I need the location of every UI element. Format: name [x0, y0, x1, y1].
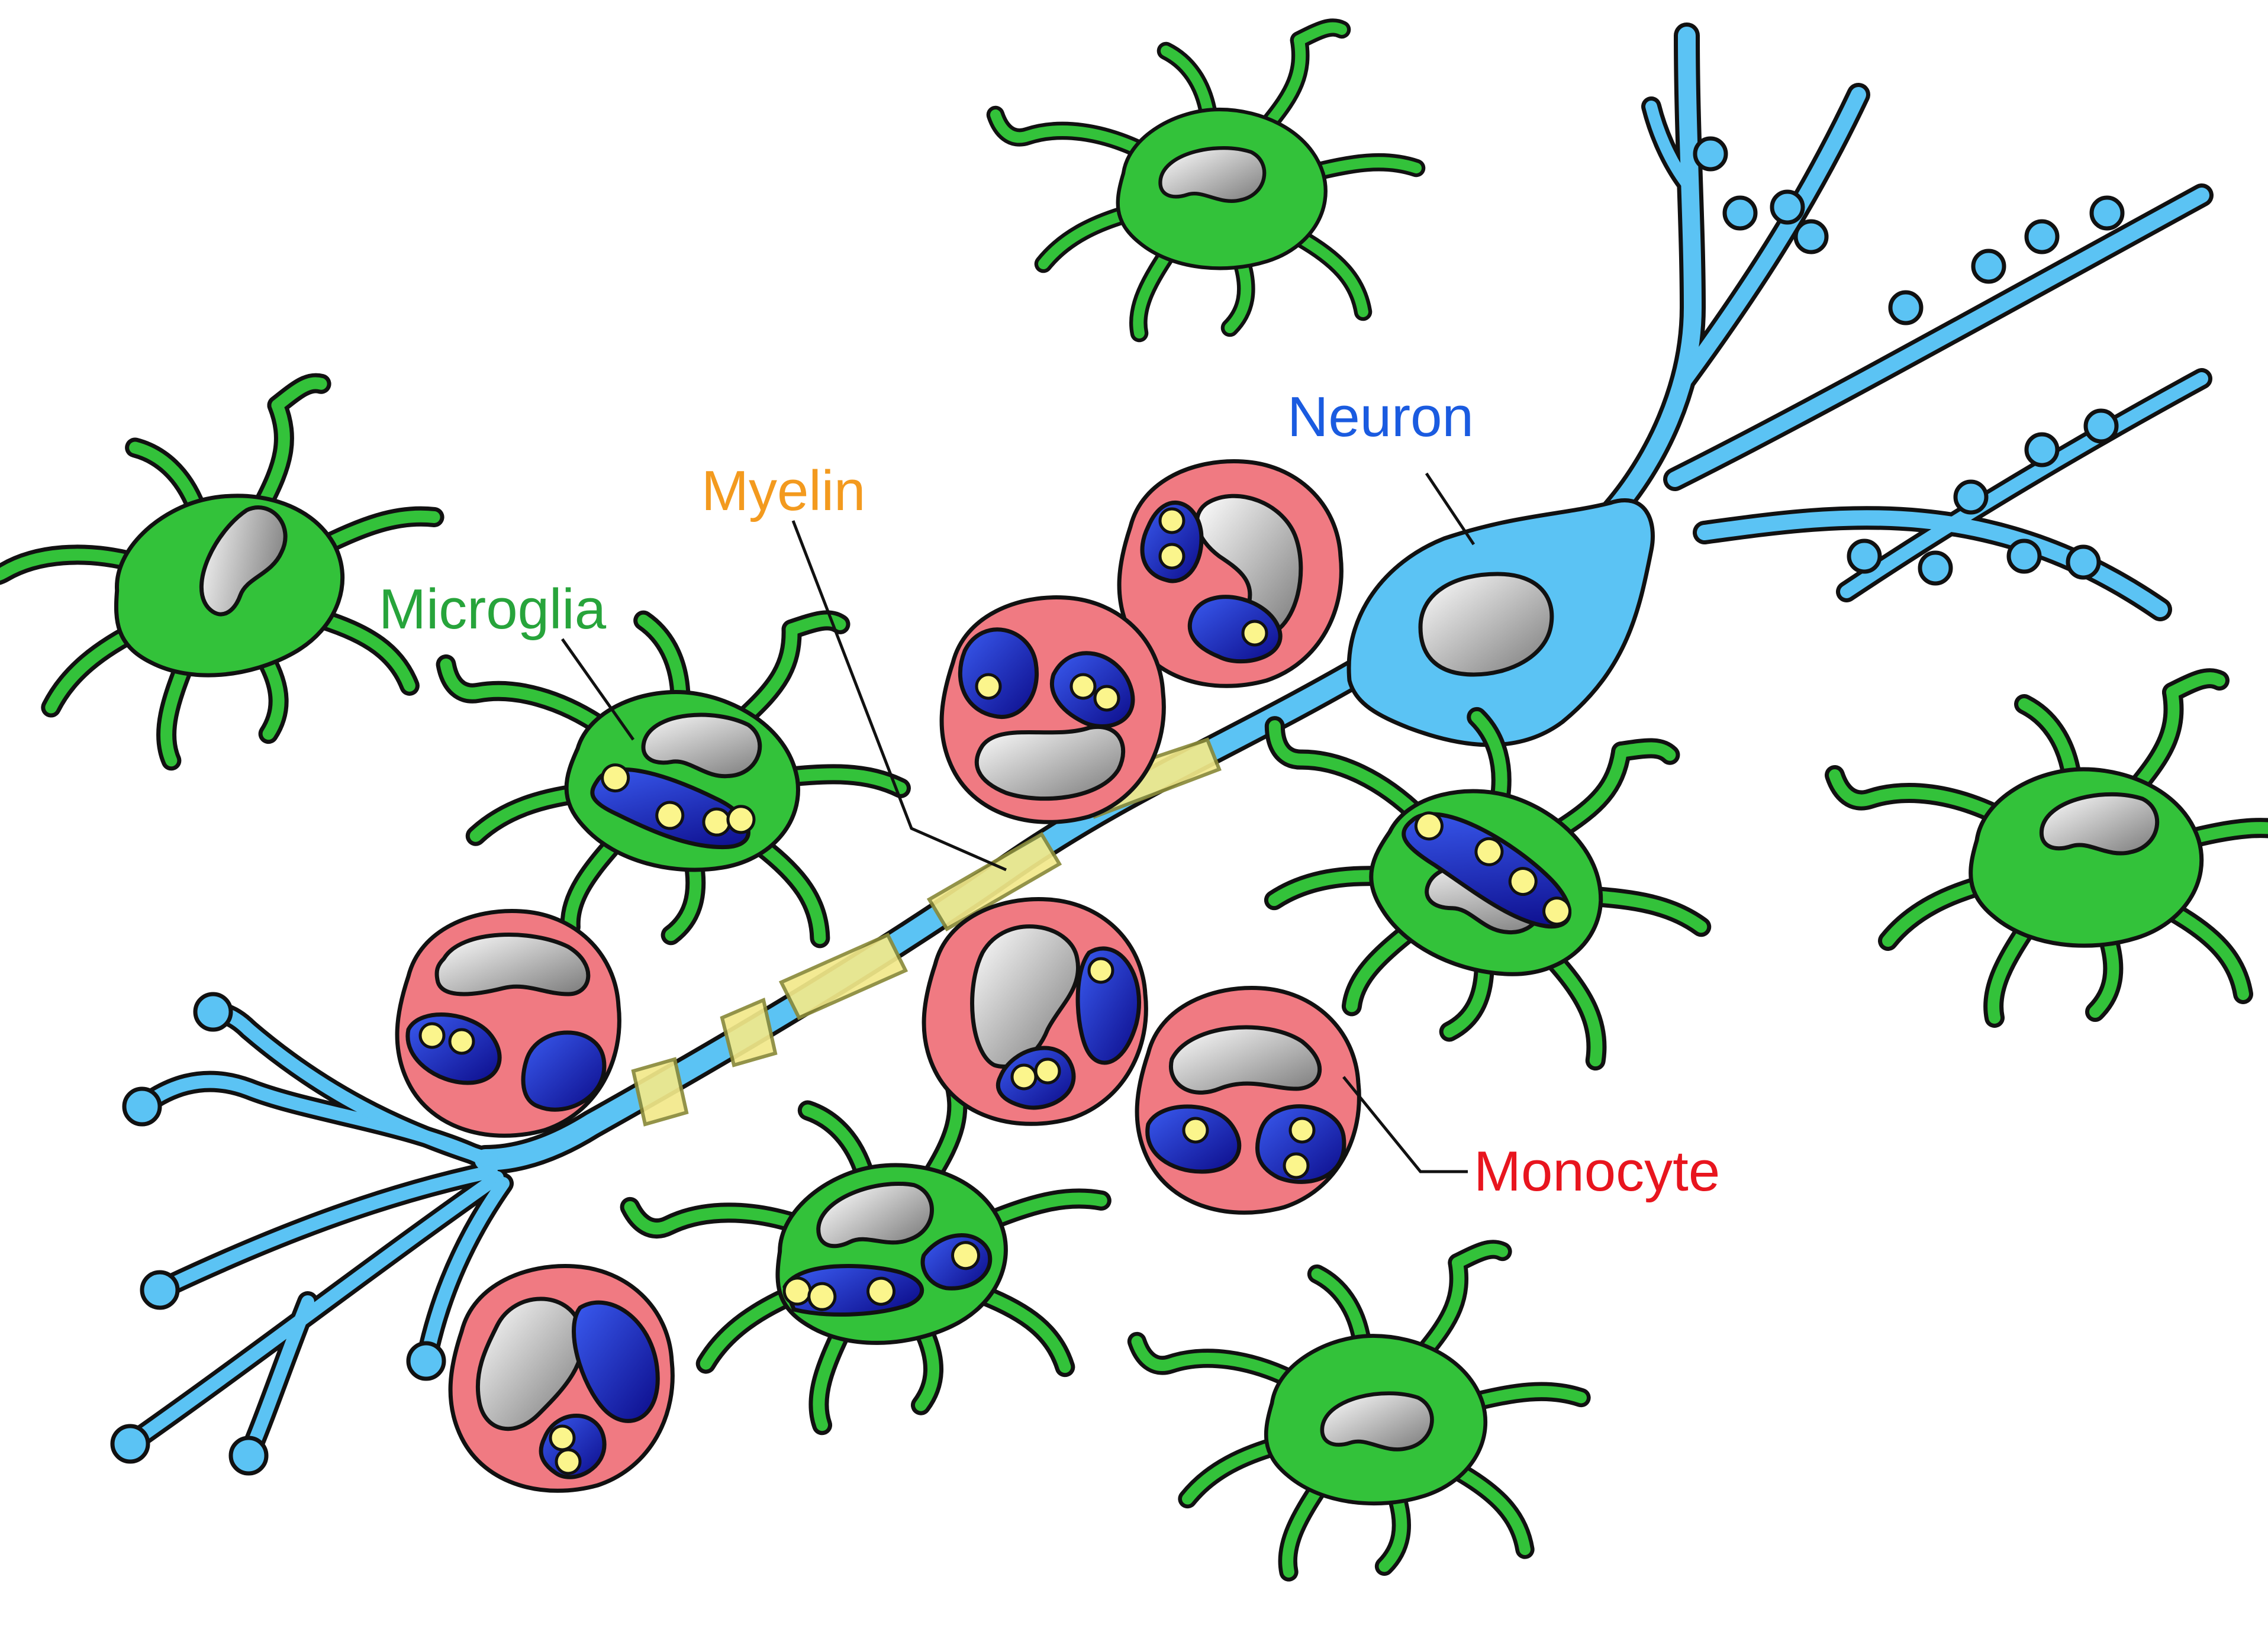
monocyte-cell-6: [450, 1266, 672, 1491]
monocyte-cell-5: [1137, 988, 1359, 1213]
microglia-label: Microglia: [379, 577, 606, 642]
monocyte-cell-4: [924, 899, 1146, 1124]
monocyte-cell-3: [397, 911, 619, 1136]
myelin-label: Myelin: [701, 459, 865, 524]
microglia-cell-3: [1835, 678, 2268, 1018]
neuron-label: Neuron: [1287, 385, 1474, 450]
microglia-cell-4: [1137, 1249, 1581, 1572]
monocyte-leader-line: [1344, 1077, 1468, 1172]
monocyte-label: Monocyte: [1474, 1139, 1720, 1204]
neuron-leader-line: [1426, 473, 1474, 544]
microglia-cell-1: [996, 27, 1416, 333]
monocyte-cell-2: [942, 598, 1164, 823]
